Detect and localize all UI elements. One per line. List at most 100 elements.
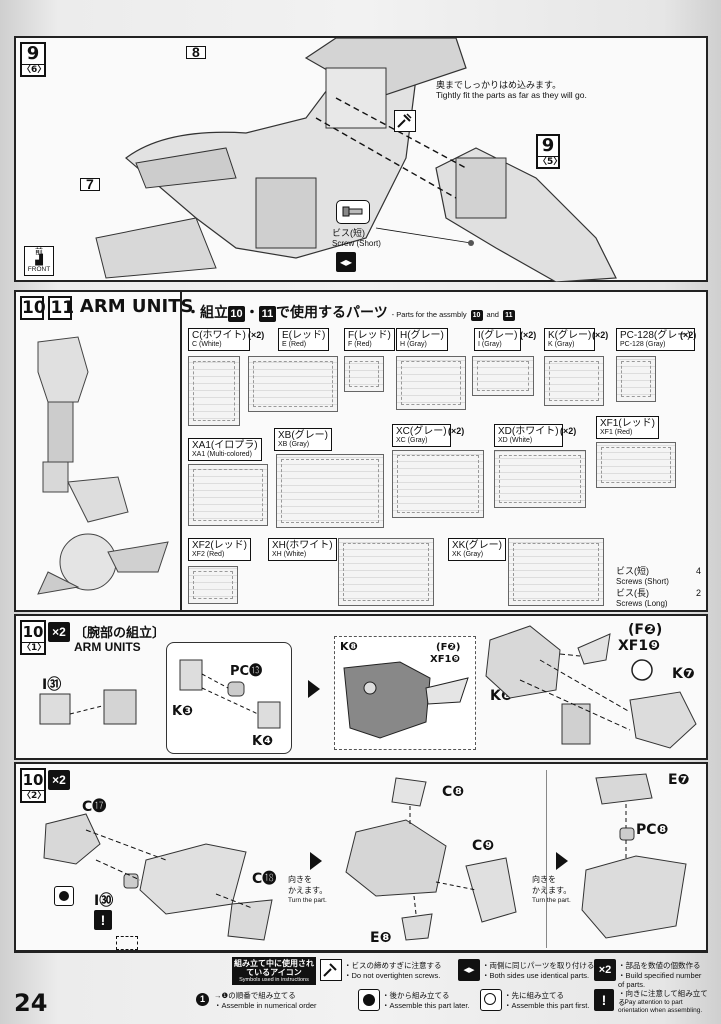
runner-xh-name: XH(ホワイト): [272, 540, 333, 551]
front-label-en: FRONT: [27, 266, 51, 273]
label-pc13: PC⓭: [230, 664, 263, 679]
step10-2-flow-arrow-b: [556, 852, 568, 870]
runner-c-qty: (×2): [248, 330, 265, 340]
runner-label-xf2: XF2(レッド)XF2 (Red): [188, 538, 251, 561]
runner-label-xh: XH(ホワイト)XH (White): [268, 538, 337, 561]
step10-1-parts-a: [39, 689, 137, 725]
label-c8a: C❽: [442, 784, 465, 800]
screws-short-qty: 4: [696, 566, 702, 576]
legend-x2-icon: ×2: [594, 959, 616, 981]
parts-heading-en-and: and: [486, 310, 499, 319]
runner-i-image: [472, 356, 534, 396]
screws-long-jp: ビス(長): [616, 588, 649, 598]
legend-title-jp: 組み立て中に使用されているアイコン: [234, 959, 314, 977]
runner-h-name: H(グレー): [400, 330, 444, 341]
label-i30: I㉚: [94, 893, 114, 909]
runner-c-en: C (White): [192, 341, 222, 348]
legend-first-icon: [480, 989, 502, 1011]
step10-2-divider: [546, 770, 547, 948]
runner-h-image: [396, 356, 466, 410]
runner-i-en: I (Gray): [478, 341, 502, 348]
turn-part-jp-b: 向きを かえます。: [532, 875, 572, 895]
runner-xc-en: XC (Gray): [396, 437, 428, 444]
legend-build-en: ・Build specified number of parts.: [618, 971, 702, 989]
screws-short-jp: ビス(短): [616, 566, 649, 576]
parts-heading-en-num-a: 10: [470, 310, 483, 321]
screws-short-en: Screws (Short): [616, 577, 669, 586]
runner-xk-en: XK (Gray): [452, 551, 484, 558]
turn-part-en-b: Turn the part.: [532, 897, 571, 904]
step10-1-number: 10 〈1〉: [20, 620, 46, 655]
runner-label-xb: XB(グレー)XB (Gray): [274, 428, 332, 451]
runner-label-k: K(グレー)K (Gray): [544, 328, 596, 351]
runner-xb-name: XB(グレー): [278, 430, 328, 441]
label-pc8: PC❽: [636, 822, 669, 838]
screw-icon: [336, 200, 370, 224]
turn-part-en-a: Turn the part.: [288, 897, 327, 904]
front-label-jp: 前: [35, 247, 43, 256]
step10-2-parts-a: [43, 813, 273, 941]
step10-number-box: 10: [20, 296, 46, 320]
legend-area: 組み立て中に使用されているアイコン Symbols used in instru…: [14, 952, 708, 1022]
runner-xh-image: [338, 538, 434, 606]
runner-label-xf1: XF1(レッド)XF1 (Red): [596, 416, 659, 439]
runner-c-name: C(ホワイト): [192, 330, 246, 341]
step9-ref8: 8: [186, 45, 206, 59]
legend-title-box: 組み立て中に使用されているアイコン Symbols used in instru…: [232, 957, 316, 985]
label-k7: K❼: [672, 666, 695, 682]
runner-xk-name: XK(グレー): [452, 540, 502, 551]
runner-xh-en: XH (White): [272, 551, 307, 558]
runner-label-xk: XK(グレー)XK (Gray): [448, 538, 506, 561]
legend-first-en: ・Assemble this part first.: [504, 1001, 590, 1010]
legend-build-jp: ・部品を数値の個数作る: [618, 961, 701, 970]
runner-xc-image: [392, 450, 484, 518]
runner-f-name: F(レッド): [348, 330, 391, 341]
runner-xc-qty: (×2): [448, 426, 465, 436]
step9-tip-jp: 奥までしっかりはめ込みます。: [436, 80, 562, 90]
step9-number: 9 〈6〉: [20, 42, 46, 77]
runner-xd-name: XD(ホワイト): [498, 426, 559, 437]
step10-2-flow-arrow-a: [310, 852, 322, 870]
runner-label-f: F(レッド)F (Red): [344, 328, 395, 351]
legend-identical-icon: ◂▸: [458, 959, 480, 981]
screw-label-en: Screw (Short): [332, 239, 381, 248]
step9-ref9-text: 9: [541, 135, 555, 156]
runner-label-pc128: PC-128(グレー)PC-128 (Gray): [616, 328, 695, 351]
runner-xf1-en: XF1 (Red): [600, 429, 633, 436]
runner-k-qty: (×2): [592, 330, 609, 340]
label-k8a: K❽: [340, 640, 358, 653]
runner-pc128-en: PC-128 (Gray): [620, 341, 666, 348]
screw-label-jp: ビス(短): [332, 228, 365, 238]
step9-panel: 9 〈6〉 8 7 9 〈5〉 奥までしっかりはめ込みます。 Ti: [14, 36, 708, 282]
runner-k-en: K (Gray): [548, 341, 575, 348]
legend-later-en: ・Assemble this part later.: [382, 1001, 470, 1010]
runner-xf2-image: [188, 566, 238, 604]
runner-xb-en: XB (Gray): [278, 441, 310, 448]
runner-xd-en: XD (White): [498, 437, 533, 444]
parts-area-divider: [180, 292, 182, 610]
runner-xf1-name: XF1(レッド): [600, 418, 655, 429]
runner-label-i: I(グレー)I (Gray): [474, 328, 522, 351]
parts-heading-dot: ・: [245, 304, 259, 320]
runner-xb-image: [276, 454, 384, 528]
label-c9: C❾: [472, 838, 495, 854]
step10-1-sub: 〈1〉: [22, 642, 47, 653]
runner-label-c: C(ホワイト)C (White): [188, 328, 250, 351]
step1011-title: ARM UNITS: [79, 296, 194, 317]
runner-xc-name: XC(グレー): [396, 426, 447, 437]
runner-xa1-name: XA1(イロプラ): [192, 440, 258, 451]
runner-xd-qty: (×2): [560, 426, 577, 436]
runner-e-image: [248, 356, 338, 412]
step10-1-title-en: ARM UNITS: [74, 640, 141, 654]
screws-long-qty: 2: [696, 588, 702, 598]
runner-xk-image: [508, 538, 604, 606]
step10-1-cutaway-part: [343, 661, 469, 739]
parts-heading-num-b: 11: [259, 306, 276, 322]
legend-numeric-en: ・Assemble in numerical order: [214, 1001, 317, 1010]
runner-pc128-qty: (×2): [680, 330, 697, 340]
step10-2-parts-c: [581, 773, 687, 939]
legend-orient-en: ・Pay attention to part orientation when …: [618, 999, 703, 1014]
step10-2-parts-b: [345, 777, 517, 941]
legend-later-jp: ・後から組み立てる: [382, 991, 450, 1000]
